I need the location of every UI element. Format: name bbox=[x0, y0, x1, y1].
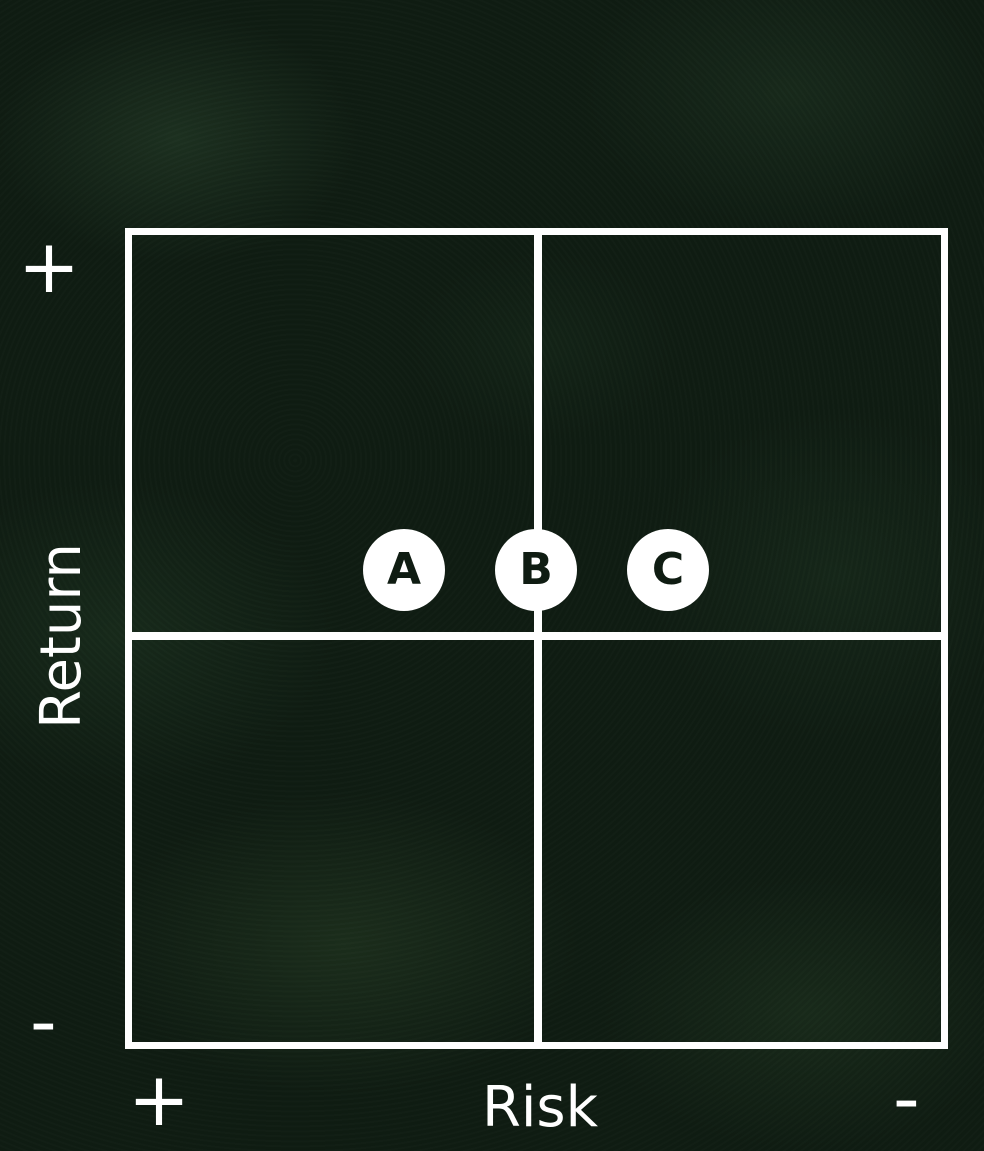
marker-b: B bbox=[495, 529, 577, 611]
y-axis-title: Return bbox=[34, 506, 90, 766]
x-axis-title: Risk bbox=[440, 1080, 640, 1136]
marker-c: C bbox=[627, 529, 709, 611]
x-axis-left-label: + bbox=[128, 1063, 190, 1137]
x-axis-right-label: - bbox=[893, 1062, 920, 1136]
marker-a: A bbox=[363, 529, 445, 611]
horizontal-divider bbox=[125, 632, 948, 640]
y-axis-bottom-label: - bbox=[30, 985, 57, 1059]
y-axis-top-label: + bbox=[18, 230, 80, 304]
